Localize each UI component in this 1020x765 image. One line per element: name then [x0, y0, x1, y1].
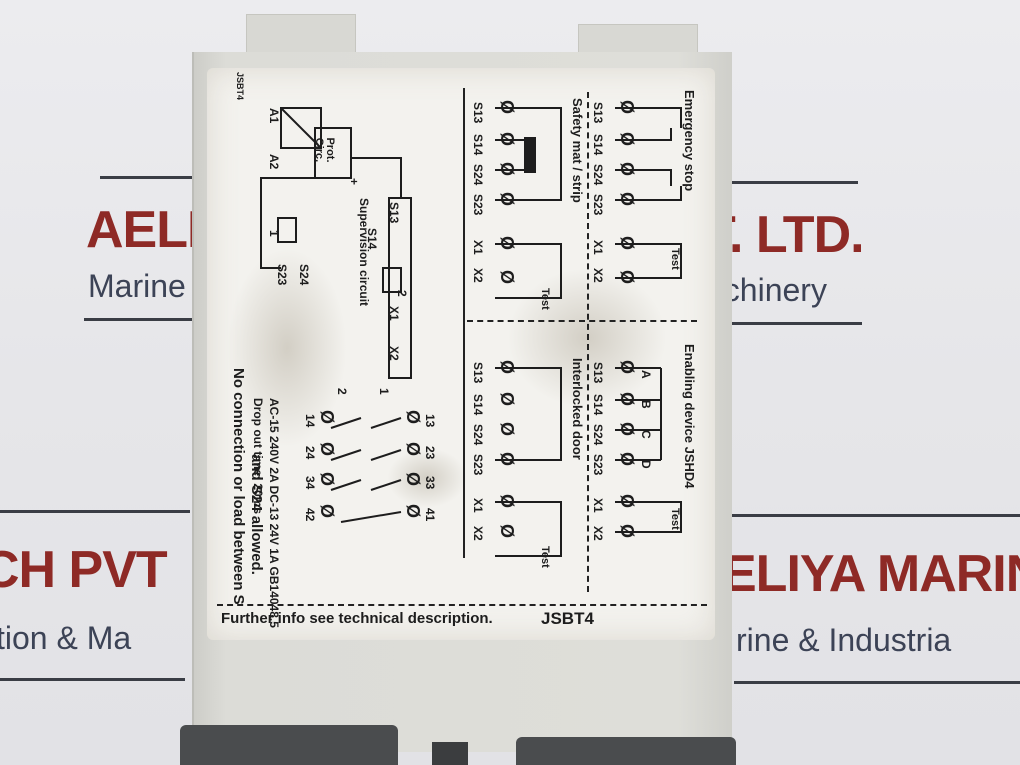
svg-text:Ø: Ø	[497, 360, 517, 374]
svg-text:Ø: Ø	[497, 236, 517, 250]
svg-text:Ø: Ø	[497, 162, 517, 176]
svg-text:Ø: Ø	[617, 270, 637, 284]
footer-divider	[217, 604, 707, 606]
footer-model: JSBT4	[541, 609, 594, 628]
terminal-block-left	[180, 725, 398, 765]
banner-subtitle: rine & Industria	[736, 622, 952, 658]
banner-subtitle: tion & Ma	[0, 620, 132, 656]
svg-text:Ø: Ø	[497, 524, 517, 538]
banner-rule	[100, 176, 230, 179]
svg-text:Ø: Ø	[497, 192, 517, 206]
svg-text:Ø: Ø	[497, 392, 517, 406]
svg-text:Ø: Ø	[403, 410, 423, 424]
svg-text:Ø: Ø	[497, 270, 517, 284]
banner-rule	[734, 681, 1020, 684]
svg-text:Ø: Ø	[497, 100, 517, 114]
svg-text:Ø: Ø	[617, 360, 637, 374]
banner-rule	[0, 510, 190, 513]
schematic-lines: Ø Ø Ø Ø Ø Ø Ø Ø Ø Ø Ø Ø Ø Ø Ø Ø Ø Ø Ø Ø Ø Ø Ø Ø Ø Ø Ø Ø Ø Ø Ø…	[260, 100, 682, 557]
svg-text:Ø: Ø	[497, 452, 517, 466]
svg-text:Ø: Ø	[403, 472, 423, 486]
stain	[387, 448, 467, 508]
banner-rule	[722, 322, 862, 325]
svg-text:Ø: Ø	[617, 422, 637, 436]
svg-text:Ø: Ø	[617, 392, 637, 406]
footer-text: Further info see technical description.	[221, 610, 493, 627]
svg-text:Ø: Ø	[617, 192, 637, 206]
banner-rule	[718, 181, 858, 184]
wiring-label: JSBT4 Emergency stop S13 S14 S24 S23 X1 …	[207, 68, 715, 640]
banner-title: CH PVT	[0, 541, 168, 599]
svg-text:Ø: Ø	[317, 410, 337, 424]
banner-title: ELIYA MARIN	[722, 545, 1020, 603]
svg-text:Ø: Ø	[403, 504, 423, 518]
svg-text:Ø: Ø	[617, 524, 637, 538]
svg-text:Ø: Ø	[617, 162, 637, 176]
stain	[507, 268, 667, 408]
label-content-rotated: JSBT4 Emergency stop S13 S14 S24 S23 X1 …	[225, 68, 701, 628]
svg-text:Ø: Ø	[403, 442, 423, 456]
svg-text:Ø: Ø	[617, 100, 637, 114]
svg-text:Ø: Ø	[317, 442, 337, 456]
banner-rule	[0, 678, 185, 681]
stain	[227, 248, 347, 448]
svg-text:Ø: Ø	[617, 132, 637, 146]
banner-subtitle: Marine	[88, 268, 186, 304]
banner-rule	[730, 514, 1020, 517]
terminal-slot	[432, 742, 468, 765]
svg-text:Ø: Ø	[497, 422, 517, 436]
svg-text:Ø: Ø	[617, 236, 637, 250]
svg-text:Ø: Ø	[497, 132, 517, 146]
svg-text:Ø: Ø	[617, 494, 637, 508]
terminal-block-right	[516, 737, 736, 765]
svg-text:Ø: Ø	[317, 472, 337, 486]
svg-text:Ø: Ø	[317, 504, 337, 518]
banner-rule	[84, 318, 214, 321]
svg-text:Ø: Ø	[617, 452, 637, 466]
svg-text:Ø: Ø	[497, 494, 517, 508]
